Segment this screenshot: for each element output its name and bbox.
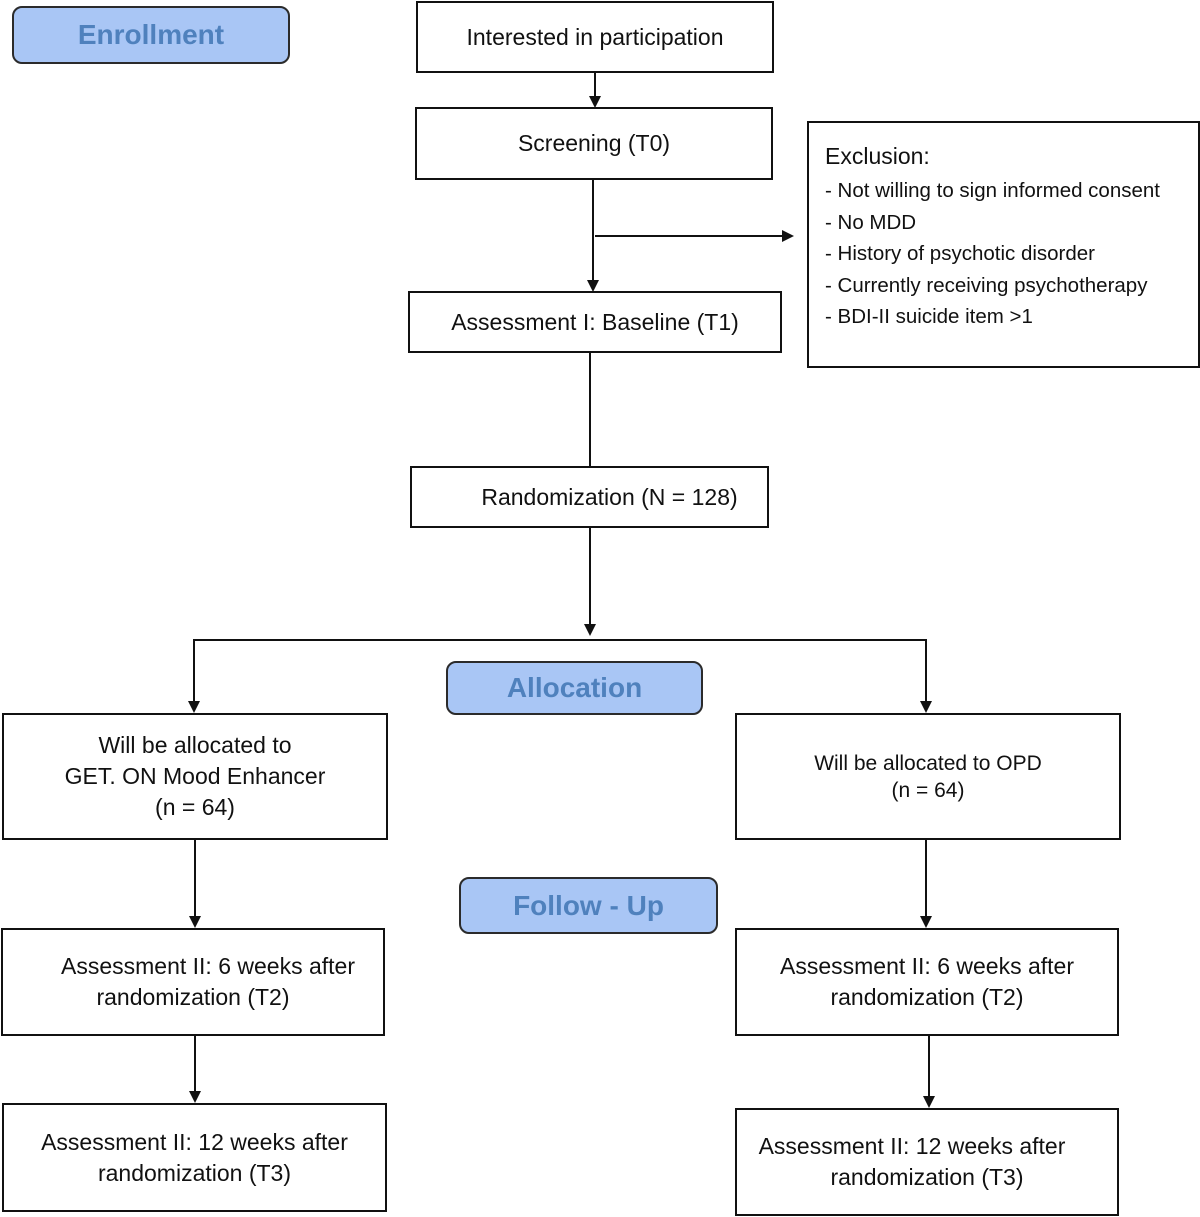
enrollment-label: Enrollment xyxy=(12,6,290,64)
exclusion-item: - No MDD xyxy=(825,210,917,234)
right-t3-box: Assessment II: 12 weeks after randomizat… xyxy=(735,1108,1119,1216)
left-t3-line1: Assessment II: 12 weeks after xyxy=(41,1128,348,1155)
left-t3-line2: randomization (T3) xyxy=(97,1159,292,1186)
interested-box: Interested in participation xyxy=(416,1,774,73)
baseline-text: Assessment I: Baseline (T1) xyxy=(451,308,739,335)
right-t2-line1: Assessment II: 6 weeks after xyxy=(779,953,1074,979)
left-t2-line1: Assessment II: 6 weeks after xyxy=(60,953,355,979)
right-allocation-line2: (n = 64) xyxy=(891,778,965,802)
interested-text: Interested in participation xyxy=(466,23,724,50)
left-allocation-line1: Will be allocated to xyxy=(98,732,292,758)
right-allocation-line1: Will be allocated to OPD xyxy=(814,751,1042,775)
left-t2-line2: randomization (T2) xyxy=(96,984,290,1010)
left-t2-box: Assessment II: 6 weeks after randomizati… xyxy=(1,928,385,1036)
left-t3-box: Assessment II: 12 weeks after randomizat… xyxy=(2,1103,387,1212)
left-allocation-line2: GET. ON Mood Enhancer xyxy=(64,763,326,789)
randomization-text: Randomization (N = 128) xyxy=(481,483,738,510)
left-allocation-box: Will be allocated to GET. ON Mood Enhanc… xyxy=(2,713,388,840)
baseline-box: Assessment I: Baseline (T1) xyxy=(408,291,782,353)
exclusion-item: - Currently receiving psychotherapy xyxy=(825,273,1148,297)
right-t2-line2: randomization (T2) xyxy=(830,984,1024,1010)
exclusion-item: - Not willing to sign informed consent xyxy=(825,179,1160,202)
screening-box: Screening (T0) xyxy=(415,107,773,180)
screening-text: Screening (T0) xyxy=(517,130,671,156)
exclusion-item: - BDI-II suicide item >1 xyxy=(825,305,1033,328)
right-t3-line2: randomization (T3) xyxy=(830,1164,1024,1190)
exclusion-box: Exclusion: - Not willing to sign informe… xyxy=(807,121,1200,368)
right-t3-line1: Assessment II: 12 weeks after xyxy=(758,1133,1066,1159)
allocation-label: Allocation xyxy=(446,661,703,715)
right-allocation-box: Will be allocated to OPD (n = 64) xyxy=(735,713,1121,840)
randomization-box: Randomization (N = 128) xyxy=(410,466,769,528)
left-allocation-line3: (n = 64) xyxy=(155,794,235,820)
exclusion-item: - History of psychotic disorder xyxy=(825,242,1096,265)
followup-label: Follow - Up xyxy=(459,877,718,934)
right-t2-box: Assessment II: 6 weeks after randomizati… xyxy=(735,928,1119,1036)
exclusion-title: Exclusion: xyxy=(825,143,930,169)
